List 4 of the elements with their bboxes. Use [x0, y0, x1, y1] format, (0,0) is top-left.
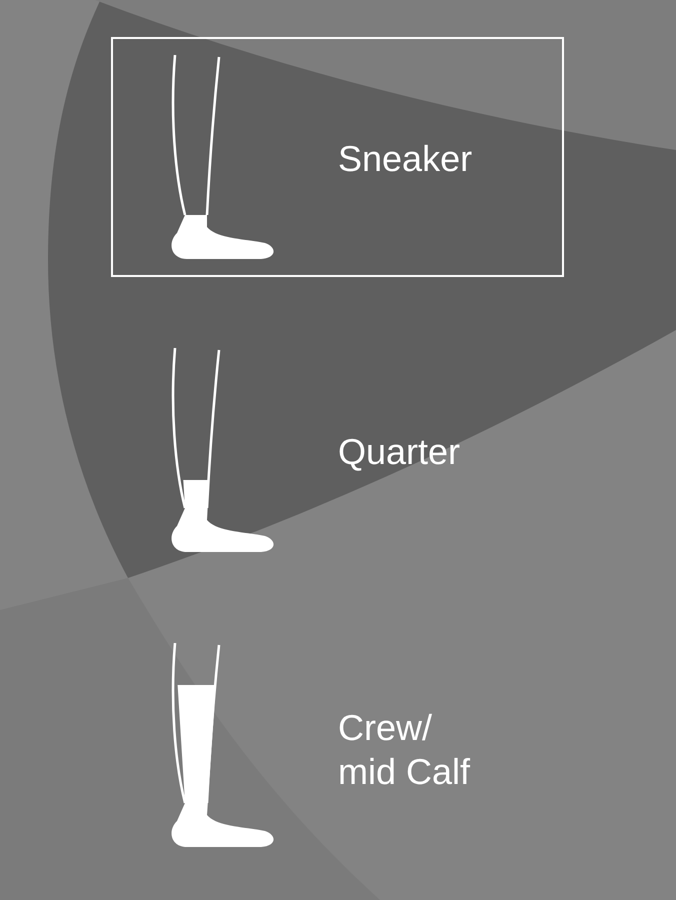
sock-length-label: Crew/ mid Calf	[338, 706, 472, 794]
selection-box	[111, 37, 564, 277]
sock-length-label: Quarter	[338, 430, 462, 474]
sock-length-label: Sneaker	[338, 137, 474, 181]
